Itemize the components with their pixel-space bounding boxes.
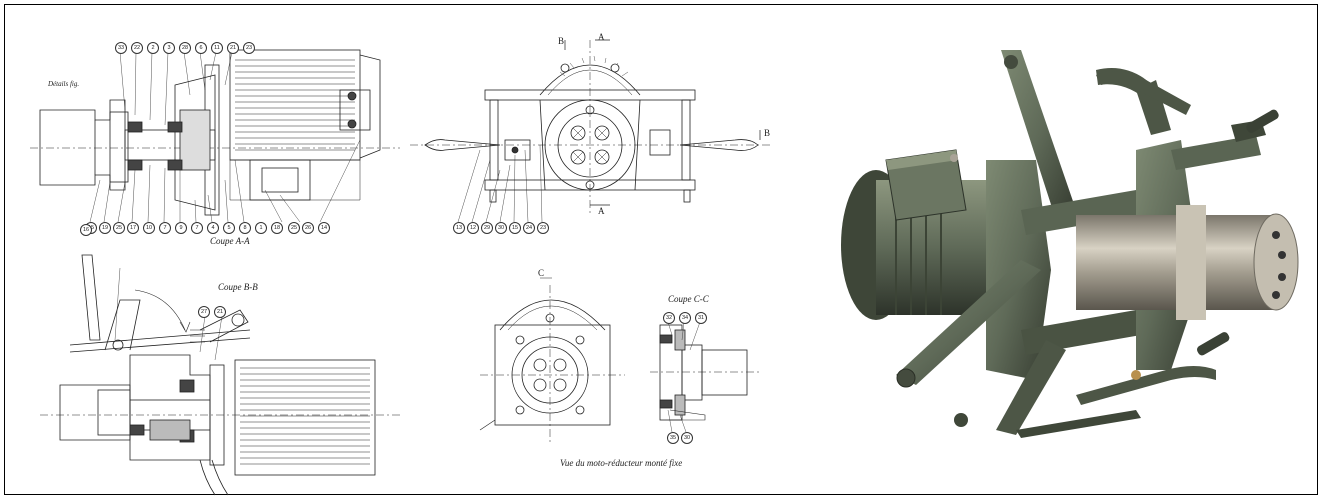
section-mark-b-top: B <box>558 36 565 46</box>
balloon: 17 <box>127 222 139 234</box>
balloon: 8 <box>239 222 251 234</box>
balloon: 25 <box>113 222 125 234</box>
balloon: 21 <box>227 42 239 54</box>
section-mark-b-right: B <box>764 128 771 138</box>
balloon: 21 <box>214 306 226 318</box>
note-detail: Détails fig. <box>48 80 80 88</box>
balloon: 25 <box>288 222 300 234</box>
balloon: 31 <box>695 312 707 324</box>
product-photo <box>836 40 1306 460</box>
motor-view-drawing <box>479 277 625 445</box>
section-aa-drawing <box>30 49 400 223</box>
balloon: 27 <box>198 306 210 318</box>
balloon: 16 <box>80 224 92 236</box>
caption-motor-view: Vue du moto-réducteur monté fixe <box>560 458 683 468</box>
balloon: 10 <box>143 222 155 234</box>
balloon: 1 <box>255 222 267 234</box>
caption-section-bb: Coupe B-B <box>218 282 258 292</box>
balloon: 7 <box>191 222 203 234</box>
balloon: 18 <box>271 222 283 234</box>
balloon: 28 <box>179 42 191 54</box>
balloon: 34 <box>679 312 691 324</box>
balloon: 23 <box>243 42 255 54</box>
balloon: 29 <box>481 222 493 234</box>
section-mark-a-top: A <box>598 32 605 42</box>
balloon: 11 <box>211 42 223 54</box>
balloon: 6 <box>195 42 207 54</box>
caption-section-aa: Coupe A-A <box>210 236 250 246</box>
balloon: 12 <box>467 222 479 234</box>
balloon: 9 <box>175 222 187 234</box>
section-cc-drawing <box>650 321 760 433</box>
section-mark-a-bottom: A <box>598 206 605 216</box>
front-view-drawing <box>410 39 770 223</box>
balloon: 22 <box>131 42 143 54</box>
balloon: 35 <box>667 432 679 444</box>
balloon: 14 <box>318 222 330 234</box>
balloon: 30 <box>681 432 693 444</box>
balloon: 24 <box>523 222 535 234</box>
balloon: 30 <box>495 222 507 234</box>
section-mark-c: C <box>538 268 545 278</box>
balloon: 4 <box>207 222 219 234</box>
balloon: 26 <box>302 222 314 234</box>
section-bb-drawing <box>40 254 400 496</box>
balloon: 19 <box>99 222 111 234</box>
balloon: 23 <box>537 222 549 234</box>
balloon: 5 <box>223 222 235 234</box>
balloon: 3 <box>163 42 175 54</box>
balloon: 15 <box>509 222 521 234</box>
balloon: 13 <box>453 222 465 234</box>
caption-section-cc: Coupe C-C <box>668 294 709 304</box>
balloon: 2 <box>147 42 159 54</box>
balloon: 33 <box>115 42 127 54</box>
balloon: 32 <box>663 312 675 324</box>
balloon: 7 <box>159 222 171 234</box>
